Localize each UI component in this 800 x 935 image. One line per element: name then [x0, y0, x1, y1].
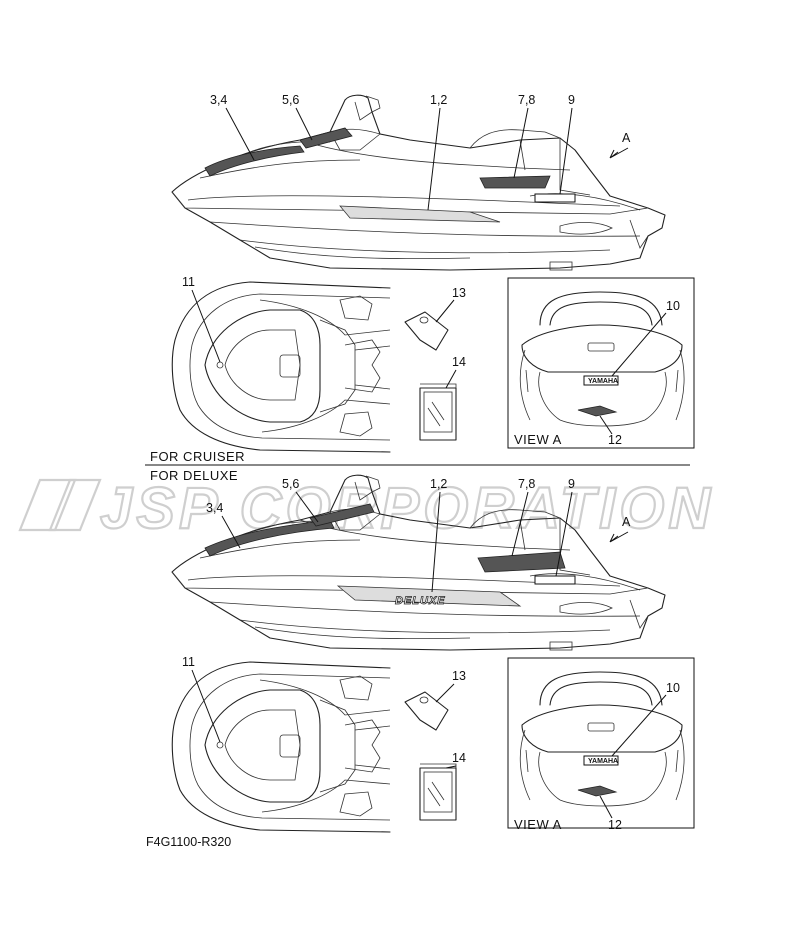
deluxe-top-view	[171, 661, 391, 833]
callout-14: 14	[452, 751, 466, 765]
callout-11: 11	[182, 655, 195, 669]
cruiser-view-a-box	[507, 277, 695, 449]
deluxe-decal-14	[419, 763, 457, 821]
svg-text:YAMAHA: YAMAHA	[588, 378, 618, 385]
callout-5-6: 5,6	[282, 477, 299, 491]
deluxe-view-a-box	[507, 657, 695, 829]
callout-3-4: 3,4	[210, 93, 227, 107]
svg-text:JSP CORPORATION: JSP CORPORATION	[100, 476, 714, 541]
callout-5-6: 5,6	[282, 93, 299, 107]
callout-7-8: 7,8	[518, 477, 535, 491]
callout-13: 13	[452, 669, 466, 683]
svg-text:YAMAHA: YAMAHA	[588, 758, 618, 765]
callout-10: 10	[666, 299, 680, 313]
callout-10: 10	[666, 681, 680, 695]
cruiser-section: 3,4 5,6 1,2 7,8 9 A 11 13 14 YAMAHA 10 1…	[150, 93, 695, 464]
cruiser-view-a-drawing	[519, 291, 685, 427]
view-arrow-icon	[609, 531, 629, 543]
cruiser-decal-5-6	[299, 127, 353, 149]
section-label-deluxe: FOR DELUXE	[150, 468, 238, 483]
cruiser-decal-9	[534, 193, 576, 203]
cruiser-top-view	[171, 281, 391, 453]
cruiser-decal-11	[216, 361, 224, 369]
callout-13: 13	[452, 286, 466, 300]
deluxe-decal-1-2	[336, 585, 522, 607]
cruiser-decal-14	[419, 383, 457, 441]
deluxe-section: FOR DELUXE DELUXE 3,4 5,6 1,2 7,8 9 A	[150, 468, 695, 833]
view-arrow-a: A	[622, 515, 631, 529]
cruiser-decal-7-8	[479, 175, 551, 189]
deluxe-decal-13	[404, 691, 449, 731]
callout-1-2: 1,2	[430, 477, 447, 491]
callout-9: 9	[568, 477, 575, 491]
watermark: JSP CORPORATION	[18, 475, 714, 542]
deluxe-decal-3-4	[204, 519, 335, 557]
cruiser-badge-10	[583, 375, 619, 386]
cruiser-decal-1-2	[339, 205, 501, 223]
deluxe-decal-11	[216, 741, 224, 749]
part-number: F4G1100-R320	[146, 835, 231, 849]
view-a-label: VIEW A	[514, 432, 562, 447]
view-a-label: VIEW A	[514, 817, 562, 832]
section-label-cruiser: FOR CRUISER	[150, 449, 245, 464]
callout-14: 14	[452, 355, 466, 369]
deluxe-decal-9	[534, 575, 576, 585]
callout-12: 12	[608, 818, 622, 832]
deluxe-view-a-drawing	[519, 671, 685, 807]
cruiser-side-view	[171, 94, 666, 271]
deluxe-decal-5-6	[309, 503, 375, 527]
cruiser-decal-3-4	[204, 145, 305, 177]
view-arrow-a: A	[622, 131, 631, 145]
deluxe-badge-10	[583, 755, 619, 766]
callout-7-8: 7,8	[518, 93, 535, 107]
callout-9: 9	[568, 93, 575, 107]
cruiser-decal-13	[404, 311, 449, 351]
deluxe-decal-12	[577, 785, 618, 797]
svg-text:DELUXE: DELUXE	[395, 595, 446, 607]
callout-11: 11	[182, 275, 195, 289]
deluxe-decal-7-8	[477, 551, 566, 573]
cruiser-decal-12	[577, 405, 618, 417]
callout-3-4: 3,4	[206, 501, 223, 515]
callout-12: 12	[608, 433, 622, 447]
view-arrow-icon	[609, 147, 629, 159]
callout-1-2: 1,2	[430, 93, 447, 107]
